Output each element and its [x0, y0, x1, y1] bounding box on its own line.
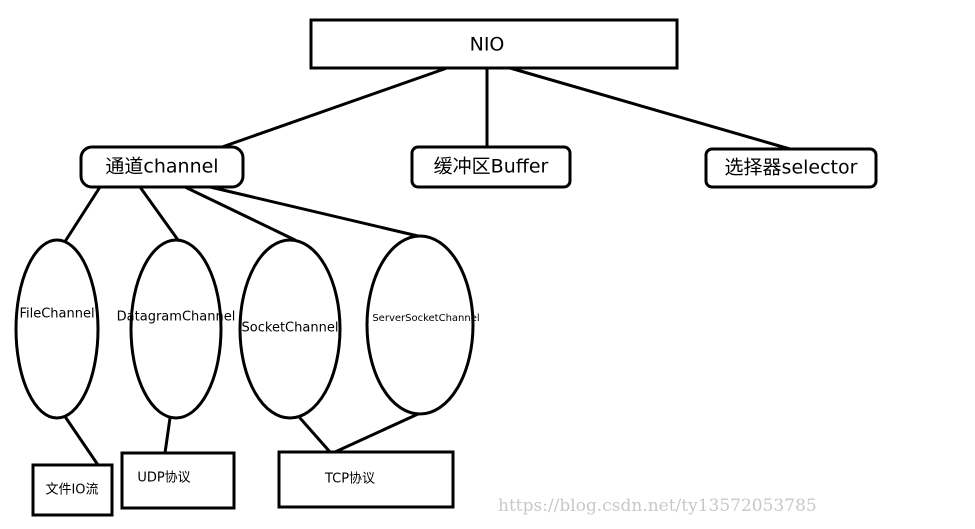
fileio-label: 文件IO流 [45, 483, 98, 498]
connector-channel-filechannel [64, 185, 102, 242]
udp-node: UDP协议 [120, 451, 236, 510]
buffer-label: 缓冲区Buffer [434, 156, 549, 178]
channel-label: 通道channel [105, 156, 218, 178]
filechannel-node: FileChannel [14, 238, 100, 420]
datagramchannel-node: DatagramChannel [117, 238, 236, 420]
channel-node: 通道channel [79, 145, 245, 189]
socketchannel-node: SocketChannel [238, 238, 342, 420]
nio-node: NIO [309, 18, 679, 70]
connector-nio-selector [508, 66, 792, 151]
udp-label: UDP协议 [137, 471, 190, 486]
tcp-node: TCP协议 [277, 450, 455, 509]
connector-filechannel-fileio [64, 416, 100, 467]
connector-nio-channel [220, 66, 449, 149]
selector-node: 选择器selector [704, 147, 878, 189]
serversocketchannel-node: ServerSocketChannel [365, 234, 480, 416]
socketchannel-label: SocketChannel [242, 321, 339, 336]
fileio-node: 文件IO流 [31, 463, 114, 517]
datagramchannel-label: DatagramChannel [117, 310, 236, 325]
connector-serversocket-tcp [333, 412, 420, 454]
serversocketchannel-label: ServerSocketChannel [372, 313, 479, 324]
connector-channel-datagramchannel [138, 185, 180, 242]
watermark-text: https://blog.csdn.net/ty13572053785 [498, 496, 817, 516]
buffer-node: 缓冲区Buffer [410, 145, 572, 189]
connector-datagram-udp [163, 416, 172, 455]
connector-channel-socketchannel [183, 185, 297, 242]
connector-socket-tcp [298, 416, 332, 454]
nio-label: NIO [470, 34, 505, 56]
filechannel-label: FileChannel [19, 307, 94, 322]
connector-channel-serversocketchannel [208, 185, 420, 238]
tcp-label: TCP协议 [324, 472, 375, 487]
selector-label: 选择器selector [725, 157, 858, 179]
